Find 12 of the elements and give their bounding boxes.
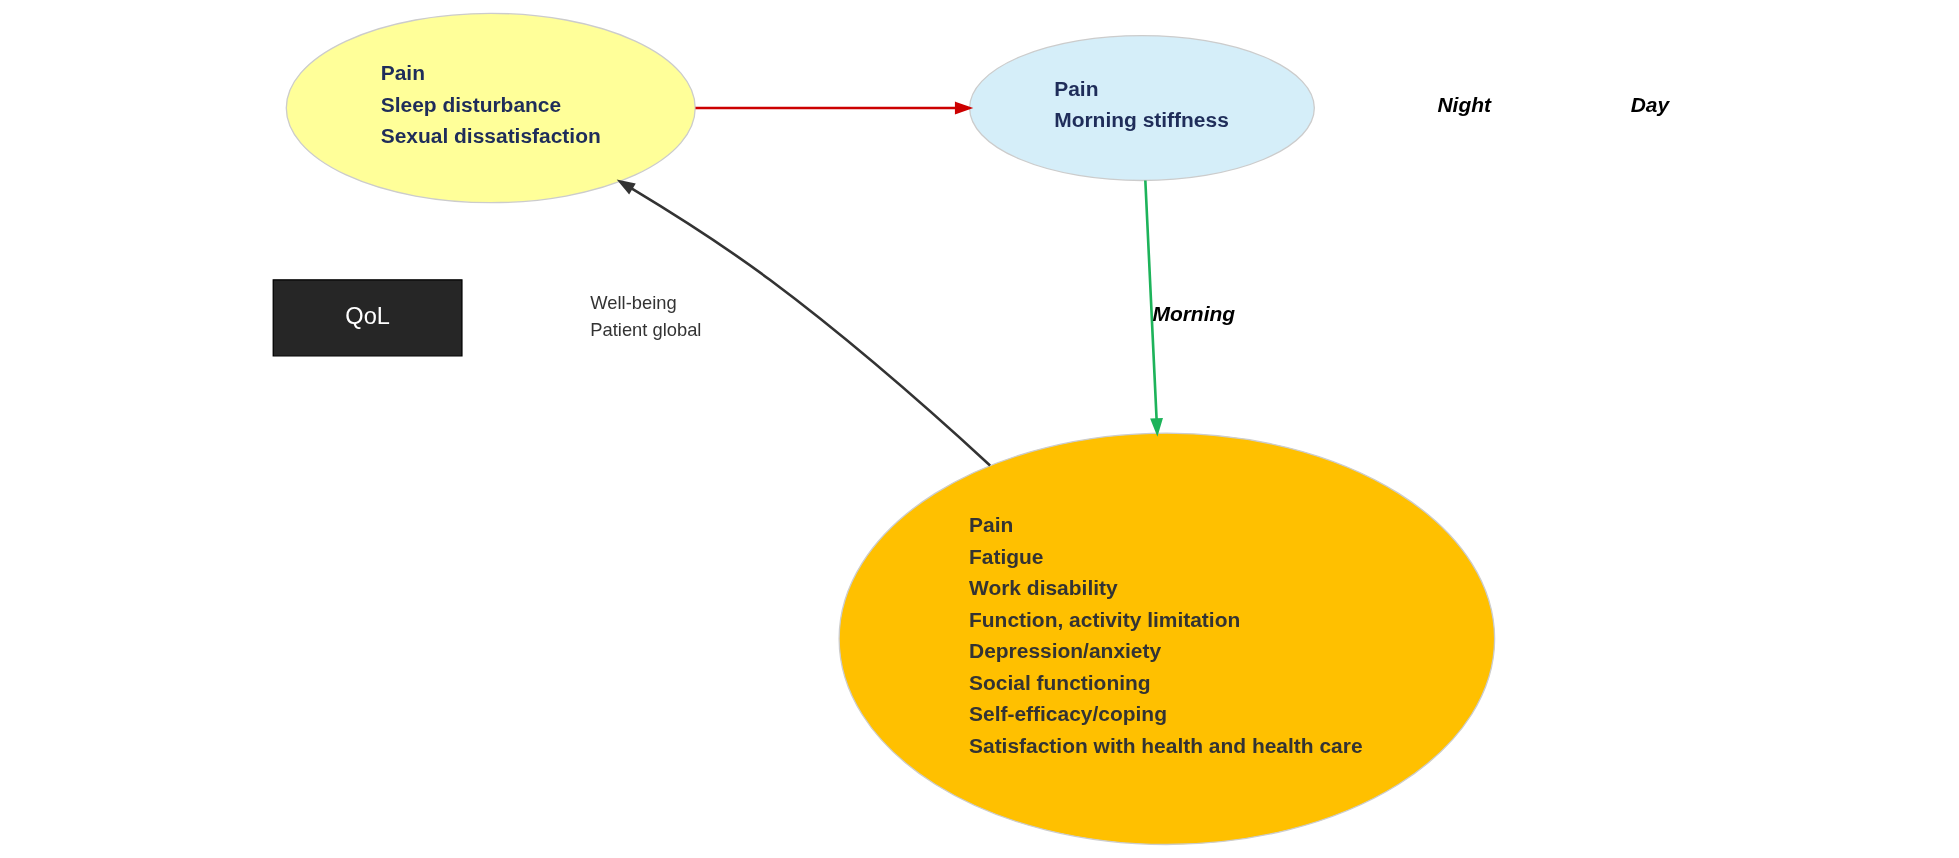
arrow: [616, 179, 991, 467]
arrow: [695, 101, 974, 115]
label: Night: [1437, 92, 1491, 116]
node-label: Patient global: [590, 319, 702, 341]
node-box: QoL: [272, 279, 463, 357]
label: Day: [1630, 92, 1670, 116]
edge-label: Morning: [1152, 302, 1236, 326]
arrow: [1144, 180, 1163, 437]
node-ellipse: Pain Morning stiffness: [968, 34, 1315, 182]
node-ellipse: Pain Fatigue Work disability Function, activity limitation Depression/anxiety Social functioning Self-efficacy/coping Satisfaction with health and health care: [838, 432, 1496, 846]
node-ellipse: Pain Sleep disturbance Sexual dissatisfaction: [285, 12, 696, 204]
node-label: Well-being: [590, 291, 677, 313]
